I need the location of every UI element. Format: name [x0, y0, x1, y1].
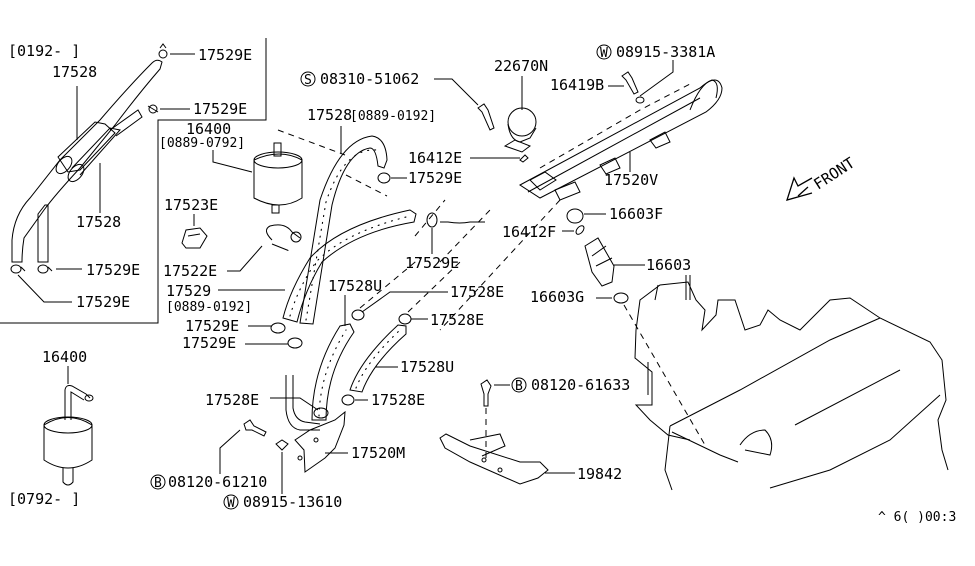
bolt-prefix-B-icon: B: [150, 474, 166, 491]
label-08120-61210[interactable]: 08120-61210: [168, 473, 267, 491]
svg-text:S: S: [304, 73, 312, 88]
fuel-rail-drawing: [519, 79, 723, 201]
fuel-filter-drawing: [253, 142, 303, 214]
label-17528E-a[interactable]: 17528E: [450, 283, 504, 301]
label-17529E-top[interactable]: 17529E: [198, 46, 252, 64]
label-17529-range: [0889-0192]: [166, 300, 252, 315]
clamp-icon: [341, 394, 355, 406]
bracket-17523E-icon: [181, 227, 208, 249]
svg-text:W: W: [227, 496, 235, 511]
front-label: FRONT: [810, 154, 858, 194]
label-17522E[interactable]: 17522E: [163, 262, 217, 280]
pressure-regulator-drawing: [503, 107, 537, 153]
cover-19842-drawing: [439, 433, 549, 485]
screw-prefix-S-icon: S: [300, 71, 316, 88]
fuel-hose-17528-drawing: [11, 59, 163, 263]
clamp-icon: [10, 264, 53, 274]
label-17528U-a[interactable]: 17528U: [328, 277, 382, 295]
label-16400-lower[interactable]: 16400: [42, 348, 87, 366]
fuel-filter-drawing: [43, 385, 94, 486]
label-16400[interactable]: 16400: [186, 120, 231, 138]
washer-icon: [275, 439, 289, 451]
label-16412F[interactable]: 16412F: [502, 223, 556, 241]
clamp-icon: [351, 309, 365, 321]
label-17529E-d[interactable]: 17529E: [405, 254, 459, 272]
label-17529E-c[interactable]: 17529E: [408, 169, 462, 187]
bolt-icon: [621, 71, 645, 104]
lower-left-filter-panel: 16400 [0792- ]: [8, 348, 94, 508]
clamp-icon: [426, 212, 438, 228]
svg-text:W: W: [600, 46, 608, 61]
label-08310-51062[interactable]: 08310-51062: [320, 70, 419, 88]
insulator-16603F-icon: [566, 208, 584, 224]
label-17528-lower[interactable]: 17528: [76, 213, 121, 231]
washer-prefix-W-icon: W: [223, 494, 239, 511]
label-17529[interactable]: 17529: [166, 282, 211, 300]
label-17520V[interactable]: 17520V: [604, 171, 658, 189]
label-16400-range: [0889-0792]: [159, 136, 245, 151]
injector-16603-drawing: [584, 237, 615, 287]
label-17523E[interactable]: 17523E: [164, 196, 218, 214]
engine-outline-drawing: [634, 275, 949, 491]
clamp-icon: [313, 407, 329, 419]
label-17529E-mid[interactable]: 17529E: [193, 100, 247, 118]
bracket-17520M-drawing: [294, 410, 346, 473]
left-panel-frame: [0, 38, 267, 324]
label-16603G[interactable]: 16603G: [530, 288, 584, 306]
left-panel: [0192- ] 17528 17528 17529E 17529E: [8, 42, 252, 311]
label-17528-range: [0889-0192]: [350, 109, 436, 124]
clamp-icon: [398, 313, 412, 325]
label-08915-13610[interactable]: 08915-13610: [243, 493, 342, 511]
label-17529E-bottom-right[interactable]: 17529E: [86, 261, 140, 279]
label-17529E-b[interactable]: 17529E: [182, 334, 236, 352]
clamp-icon: [270, 322, 286, 334]
label-08915-3381A[interactable]: 08915-3381A: [616, 43, 715, 61]
clamp-icon: [287, 337, 303, 349]
label-17528U-b[interactable]: 17528U: [400, 358, 454, 376]
label-17529E-bottom-left[interactable]: 17529E: [76, 293, 130, 311]
label-17528E-c[interactable]: 17528E: [205, 391, 259, 409]
lower-left-date-range: [0792- ]: [8, 490, 80, 508]
svg-text:B: B: [515, 379, 523, 394]
label-16419B[interactable]: 16419B: [550, 76, 604, 94]
bolt-icon: [243, 419, 267, 437]
label-17528E-b[interactable]: 17528E: [430, 311, 484, 329]
bolt-prefix-B-icon: B: [511, 377, 527, 394]
label-22670N[interactable]: 22670N: [494, 57, 548, 75]
front-arrow-icon: [786, 176, 813, 201]
label-16412E[interactable]: 16412E: [408, 149, 462, 167]
washer-prefix-W-icon: W: [596, 44, 612, 61]
label-08120-61633[interactable]: 08120-61633: [531, 376, 630, 394]
label-17528-upper[interactable]: 17528: [52, 63, 97, 81]
clamp-icon: [377, 172, 391, 184]
diagram-reference-code: ^ 6( )00:3: [878, 510, 956, 525]
clamp-icon: [147, 104, 159, 114]
screw-icon: [477, 103, 495, 131]
band-17522E-icon: [266, 224, 302, 251]
clamp-icon: [158, 43, 168, 59]
label-17528E-d[interactable]: 17528E: [371, 391, 425, 409]
label-17528[interactable]: 17528: [307, 106, 352, 124]
label-19842[interactable]: 19842: [577, 465, 622, 483]
label-17520M[interactable]: 17520M: [351, 444, 405, 462]
left-panel-date-range: [0192- ]: [8, 42, 80, 60]
label-17529E-a[interactable]: 17529E: [185, 317, 239, 335]
bolt-icon: [480, 379, 492, 407]
label-16603[interactable]: 16603: [646, 256, 691, 274]
svg-text:B: B: [154, 476, 162, 491]
fuel-hose-drawing: [282, 135, 417, 431]
label-16603F[interactable]: 16603F: [609, 205, 663, 223]
